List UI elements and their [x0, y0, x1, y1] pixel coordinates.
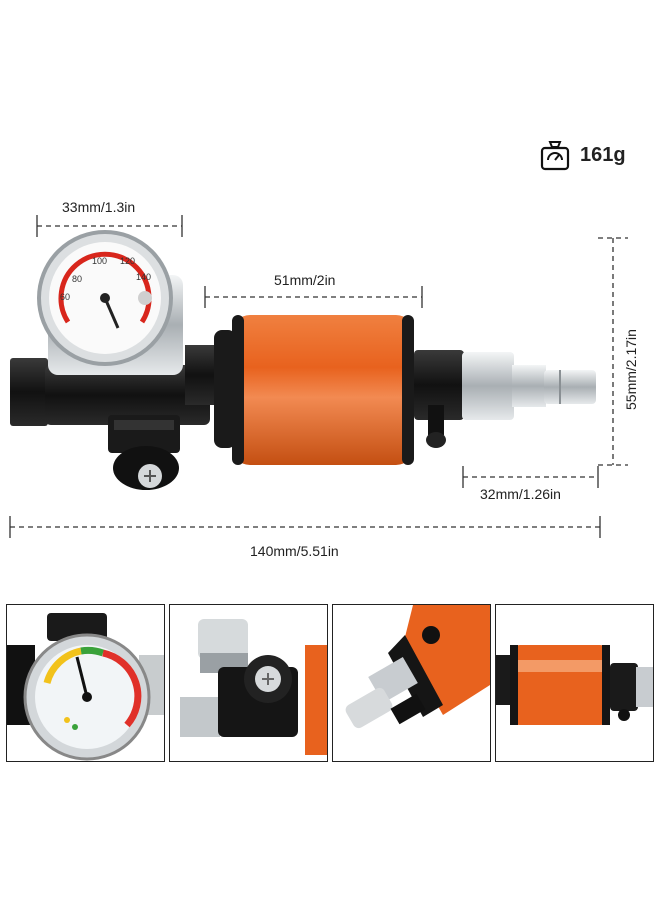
thumbnail-gauge-detail[interactable]: [6, 604, 165, 762]
dimension-lines: [9, 215, 628, 538]
fitting-length-label: 32mm/1.26in: [480, 486, 561, 502]
height-label: 55mm/2.17in: [623, 329, 639, 410]
svg-text:60: 60: [60, 292, 70, 302]
svg-text:120: 120: [120, 256, 135, 266]
svg-text:100: 100: [92, 256, 107, 266]
filter-length-label: 51mm/2in: [274, 272, 336, 288]
thumbnail-regulator-knob-detail[interactable]: [169, 604, 328, 762]
thumbnail-filter-body-detail[interactable]: [495, 604, 654, 762]
svg-text:140: 140: [136, 272, 151, 282]
weight-value: 161g: [580, 144, 626, 166]
weight-badge: 161g: [538, 136, 648, 176]
svg-text:80: 80: [72, 274, 82, 284]
thumbnail-quick-coupler-detail[interactable]: [332, 604, 491, 762]
scale-icon: [538, 138, 572, 172]
gauge-width-label: 33mm/1.3in: [62, 199, 136, 215]
total-length-label: 140mm/5.51in: [250, 543, 339, 559]
regulator-product-image: 80 100 120 140 60: [10, 230, 596, 490]
